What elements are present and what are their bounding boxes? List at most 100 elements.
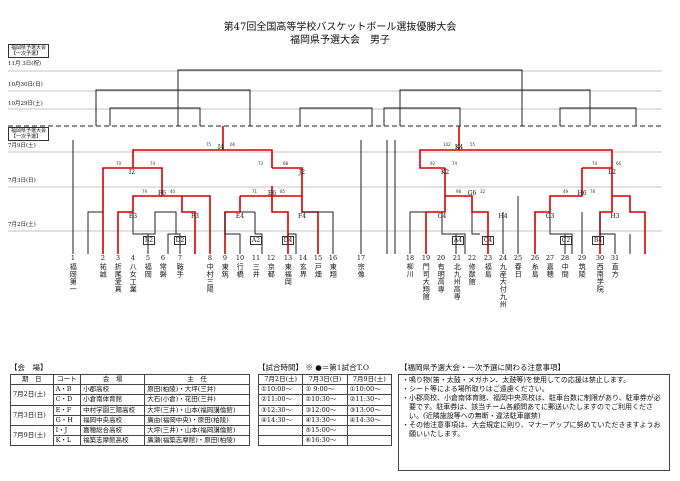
tournament-bracket: 75 66 102 55 70 74 73 68 92 74 74 66 79 … (8, 69, 662, 254)
team-number: 13 (283, 254, 293, 262)
team-name: 福岡第一 (69, 262, 78, 293)
match-label: A4 (452, 236, 464, 245)
venue-name: 福岡中央高校 (80, 414, 146, 427)
team-name: 柳川 (406, 262, 415, 278)
venue-header-venue: 会 場 (80, 373, 146, 386)
team-name: 宗像 (357, 262, 366, 278)
team-number: 28 (560, 254, 570, 262)
team-name: 嘉穂 (546, 262, 555, 278)
match-label: I4 (217, 144, 225, 151)
team-number: 21 (452, 254, 462, 262)
team-number: 12 (266, 254, 276, 262)
svg-text:78: 78 (590, 189, 596, 194)
times-header: 7月2日(土) (257, 373, 304, 386)
time-slot: ⑥16:30～ (302, 435, 348, 447)
team-number: 20 (436, 254, 446, 262)
times-table: 7月2日(土) 7月3日(日) 7月9日(土) ①10:00～① 9:00～①1… (257, 373, 393, 447)
team-name: 戸畑 (314, 262, 323, 278)
team-name: 修猷館 (468, 262, 477, 286)
venue-court: A・B (52, 384, 82, 396)
team-number: 31 (610, 254, 620, 262)
match-label: D2 (174, 236, 186, 245)
team-number: 6 (160, 254, 166, 262)
venue-date: 7月9日(土) (10, 425, 54, 447)
venue-court: C・D (52, 394, 82, 406)
svg-text:70: 70 (116, 161, 122, 166)
time-slot: ③13:00～ (346, 404, 393, 416)
match-label: F6 (158, 190, 166, 197)
match-label: D4 (282, 236, 294, 245)
venue-name: 小郡高校 (80, 384, 146, 396)
venue-chief: 廣由(福岡中央)・原田(柏陵) (144, 414, 250, 427)
table-row: ①10:00～① 9:00～①10:00～ (257, 384, 393, 396)
team-name: 中村三陽 (206, 262, 215, 293)
svg-text:85: 85 (280, 189, 286, 194)
qf-right-a (383, 107, 461, 126)
table-row: ②11:00～②10:30～②11:30～ (257, 394, 393, 406)
match-label: J2 (298, 169, 306, 176)
svg-text:68: 68 (283, 161, 289, 166)
time-slot: ④14:30～ (346, 414, 393, 427)
team-name: 祐誠 (99, 262, 108, 278)
svg-text:75: 75 (206, 142, 212, 147)
match-label: F3 (191, 213, 199, 220)
time-slot (257, 425, 304, 437)
table-row: ④14:30～④13:30～④14:30～ (257, 414, 393, 427)
table-row: ⑤15:00～ (257, 425, 393, 437)
team-name: 糸島 (531, 262, 540, 278)
time-slot (346, 435, 393, 447)
notes-box (398, 374, 670, 471)
note-item: ・シート等による場所取りはご遠慮ください。 (402, 385, 549, 393)
svg-text:71: 71 (252, 189, 258, 194)
team-name: 北九州高専 (453, 262, 462, 301)
venue-court: G・H (52, 414, 82, 427)
team-name: 福岡 (144, 262, 153, 278)
team-number: 7 (177, 254, 183, 262)
team-number: 29 (577, 254, 587, 262)
team-number: 8 (207, 254, 213, 262)
team-number: 30 (595, 254, 605, 262)
round-box-top: 福岡県予選大会 【一次予選】 (8, 44, 50, 58)
venue-header-date: 期 日 (10, 373, 54, 386)
svg-text:40: 40 (170, 189, 176, 194)
date-jul3: 7月3日(日) (8, 178, 36, 184)
team-name: 東翔 (329, 262, 338, 278)
venue-name: 小倉南体育館 (80, 394, 146, 406)
time-slot (346, 425, 393, 437)
team-number: 2 (100, 254, 106, 262)
team-number: 18 (405, 254, 415, 262)
venue-heading: 【会 場】 (10, 363, 48, 372)
team-name: 玄界 (299, 262, 308, 278)
time-slot: ⑤15:00～ (302, 425, 348, 437)
venue-date: 7月3日(日) (10, 404, 54, 427)
svg-text:98: 98 (456, 189, 462, 194)
table-row: 7月2日(土) A・B 小郡高校 原田(柏陵)・大坪(三井) (10, 384, 250, 406)
notes-list: ・鳴り物(笛・太鼓・メガホン、太鼓等)を使用しての応援は禁止します。 ・シート等… (402, 376, 664, 439)
time-slot: ④14:30～ (257, 414, 304, 427)
qf-right-b (559, 107, 637, 126)
match-label: A2 (250, 236, 262, 245)
table-row: K・L 福築志摩館高校 廣瀬(福築志摩館)・原田(柏陵) (11, 435, 250, 447)
team-name: 東筑 (221, 262, 230, 278)
svg-text:66: 66 (616, 161, 622, 166)
time-slot: ②10:30～ (302, 394, 348, 406)
team-number: 17 (356, 254, 366, 262)
team-name: 筑陵 (578, 262, 587, 278)
svg-text:102: 102 (443, 142, 451, 147)
team-name: 中間 (561, 262, 570, 278)
team-number: 5 (145, 254, 151, 262)
